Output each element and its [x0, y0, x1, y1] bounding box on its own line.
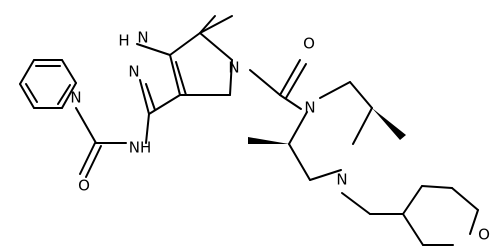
piperazine-n4-label: N: [336, 171, 347, 189]
urea-group: [249, 59, 307, 110]
amide-nh-label: NH: [129, 139, 152, 157]
amide-oxygen-label: O: [78, 177, 90, 195]
atom-labels: H N NH O N N N O N N O: [70, 29, 490, 244]
oxane-oxygen-label: O: [478, 226, 490, 244]
piperazine-n1-label: N: [304, 99, 315, 117]
oxane-substituent: [341, 185, 479, 246]
pyrazole-n1-label: N: [137, 29, 148, 47]
pyridine-nitrogen-label: N: [70, 89, 81, 107]
piperazine-ring: [288, 81, 373, 181]
pyrazolopyrrole-core: [136, 15, 233, 144]
amide-group: [75, 107, 127, 178]
urea-oxygen-label: O: [303, 35, 315, 53]
pyridine-ring: [19, 59, 77, 109]
pyrrolidine-nitrogen-label: N: [228, 59, 239, 77]
pyrazole-nh-label: H: [118, 32, 129, 50]
stereo-methyls: [248, 108, 406, 144]
pyrazole-n2-label: N: [128, 63, 139, 81]
